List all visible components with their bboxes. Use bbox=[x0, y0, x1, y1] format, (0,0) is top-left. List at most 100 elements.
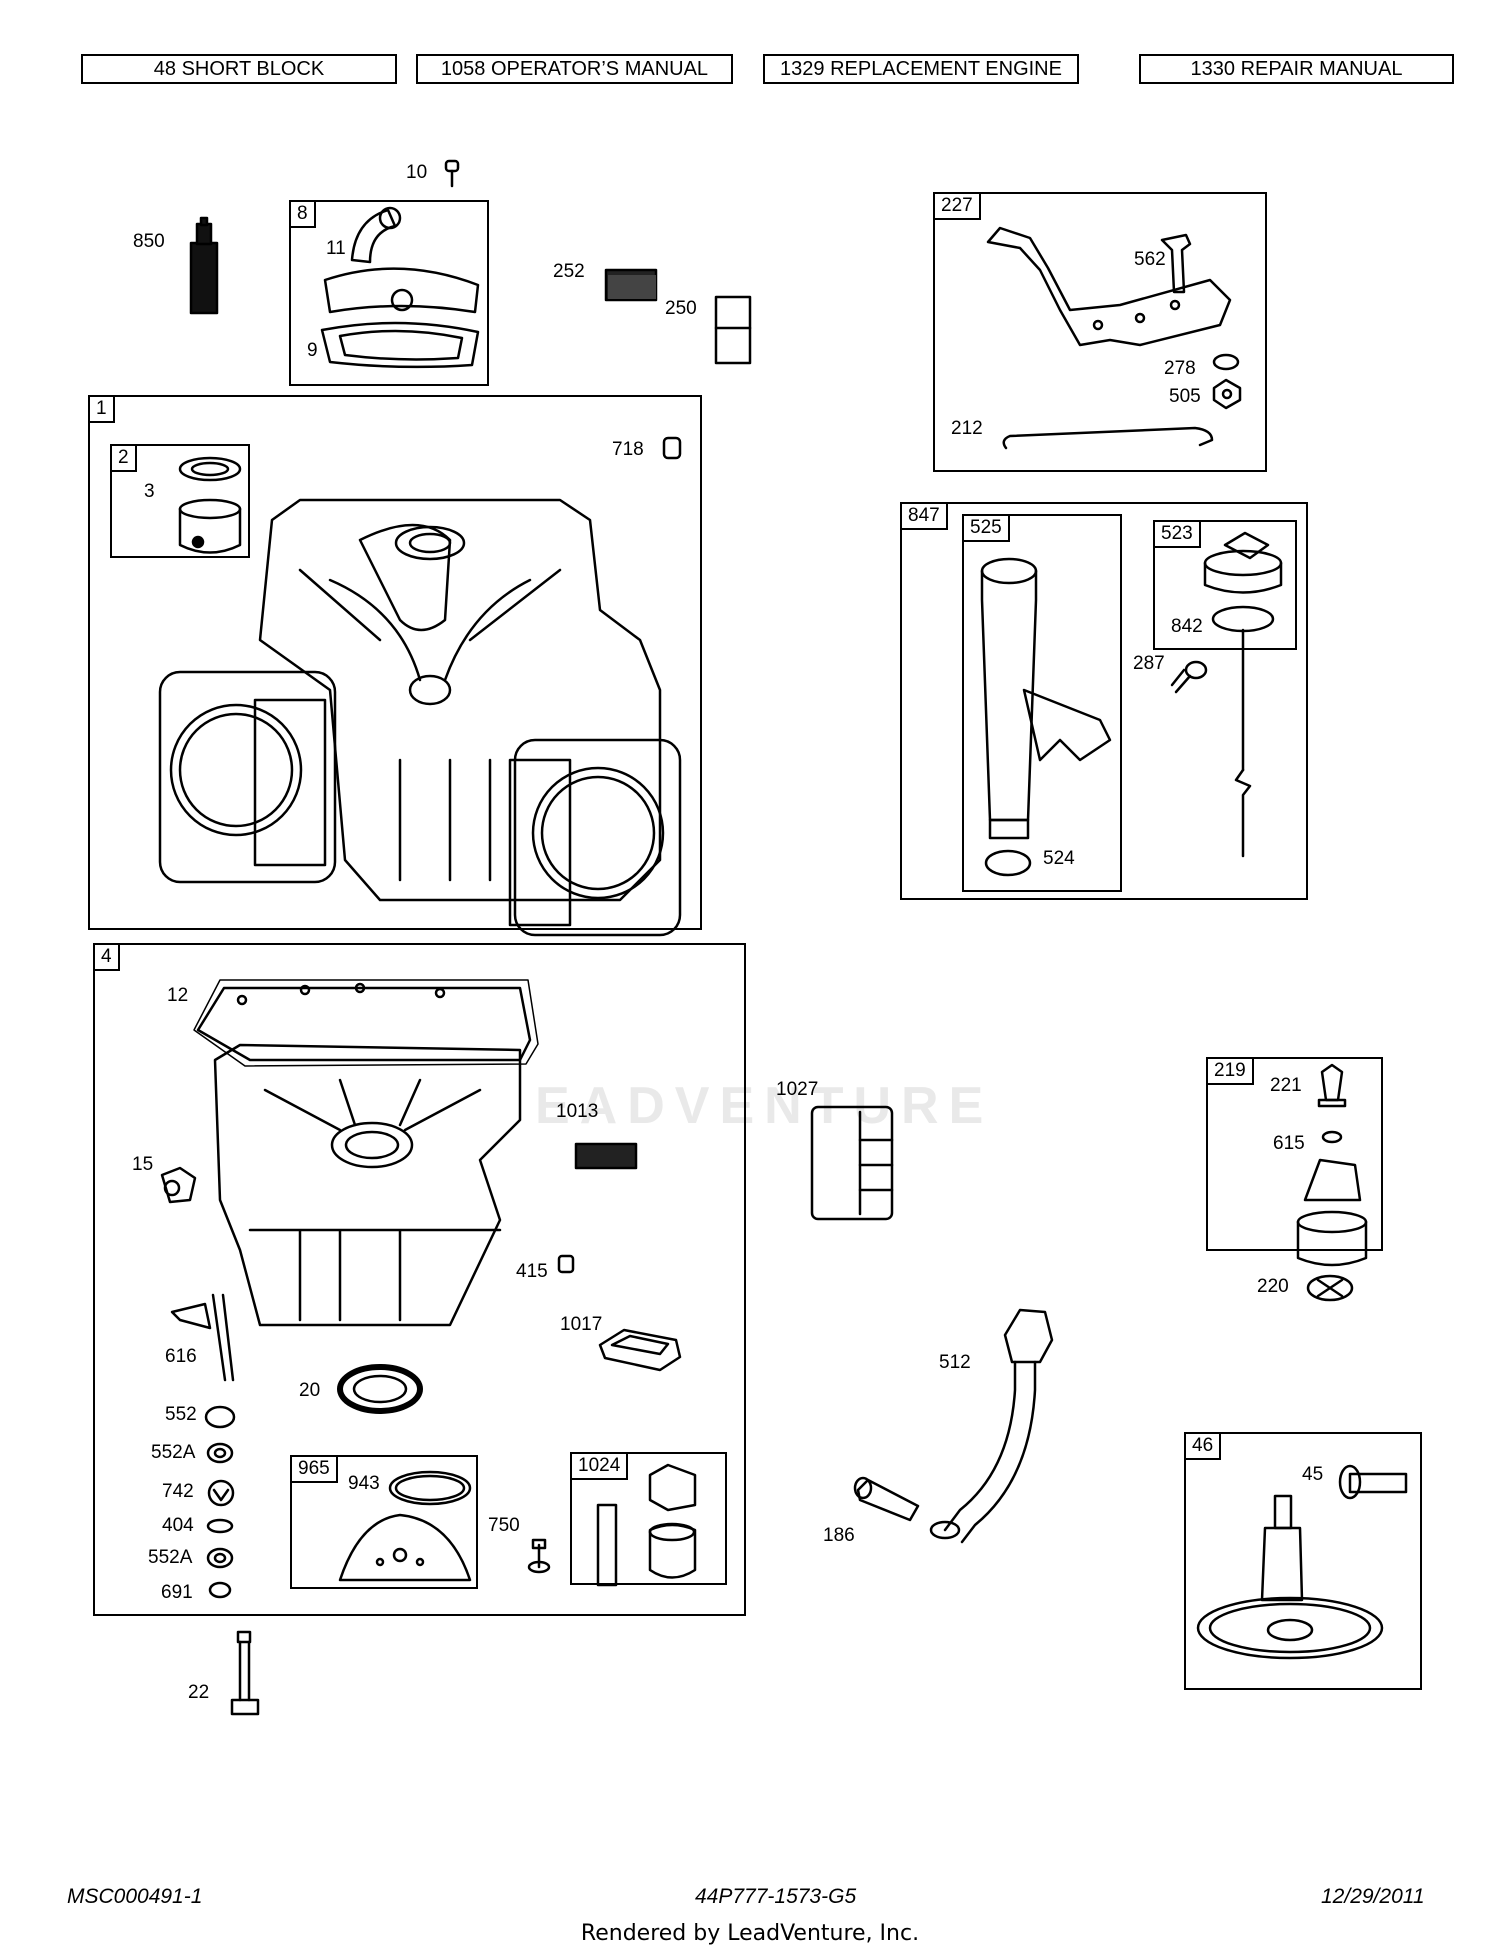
filter-1017-drawing bbox=[598, 1328, 682, 1372]
box-tag-847[interactable]: 847 bbox=[900, 502, 948, 530]
part-label-842[interactable]: 842 bbox=[1171, 616, 1203, 637]
screw-287-drawing bbox=[1170, 660, 1208, 694]
part-label-20[interactable]: 20 bbox=[299, 1380, 321, 1401]
dowel-718-drawing bbox=[662, 436, 682, 460]
part-label-691[interactable]: 691 bbox=[161, 1582, 193, 1603]
governor-lever-227-drawing bbox=[986, 226, 1242, 450]
header-link-repair-manual[interactable]: 1330 REPAIR MANUAL bbox=[1139, 54, 1454, 84]
box-tag-46[interactable]: 46 bbox=[1184, 1432, 1222, 1460]
camshaft-46-drawing bbox=[1196, 1494, 1384, 1660]
part-label-718[interactable]: 718 bbox=[612, 439, 644, 460]
part-label-10[interactable]: 10 bbox=[406, 162, 428, 183]
footer-date: 12/29/2011 bbox=[1321, 1885, 1425, 1908]
box-tag-227[interactable]: 227 bbox=[933, 192, 981, 220]
part-label-221[interactable]: 221 bbox=[1270, 1075, 1302, 1096]
part-label-404[interactable]: 404 bbox=[162, 1515, 194, 1536]
box-tag-8[interactable]: 8 bbox=[289, 200, 316, 228]
cover-965-drawing bbox=[338, 1513, 472, 1582]
plug-415-drawing bbox=[557, 1254, 575, 1274]
box-tag-2[interactable]: 2 bbox=[110, 444, 137, 472]
part-label-615[interactable]: 615 bbox=[1273, 1133, 1305, 1154]
dipstick-tube-525-drawing bbox=[980, 557, 1112, 877]
cylinder-block-drawing bbox=[158, 498, 682, 937]
cap-15-drawing bbox=[160, 1166, 197, 1204]
group-box-1: 1 bbox=[88, 395, 702, 930]
sealant-tube-850-drawing bbox=[189, 216, 219, 315]
group-box-965: 965 bbox=[290, 1455, 478, 1589]
oil-filter-1027-drawing bbox=[810, 1105, 894, 1221]
bearing-2-drawing bbox=[178, 498, 242, 554]
box-tag-1024[interactable]: 1024 bbox=[570, 1452, 629, 1480]
group-box-46: 46 bbox=[1184, 1432, 1422, 1690]
part-label-562[interactable]: 562 bbox=[1134, 249, 1166, 270]
group-box-2: 2 bbox=[110, 444, 250, 558]
part-label-750[interactable]: 750 bbox=[488, 1515, 520, 1536]
part-label-212[interactable]: 212 bbox=[951, 418, 983, 439]
part-label-552A-lower[interactable]: 552A bbox=[148, 1547, 193, 1568]
group-box-219: 219 bbox=[1206, 1057, 1383, 1251]
governor-gear-219-drawing bbox=[1296, 1158, 1368, 1267]
group-box-227: 227 bbox=[933, 192, 1267, 472]
group-box-525: 525 bbox=[962, 514, 1122, 892]
washer-stack-drawing bbox=[204, 1405, 236, 1599]
box-tag-219[interactable]: 219 bbox=[1206, 1057, 1254, 1085]
part-label-278[interactable]: 278 bbox=[1164, 358, 1196, 379]
part-label-742[interactable]: 742 bbox=[162, 1481, 194, 1502]
group-box-8: 8 bbox=[289, 200, 489, 386]
pump-1024-drawing bbox=[596, 1463, 697, 1587]
group-box-523: 523 bbox=[1153, 520, 1297, 650]
breather-8-drawing bbox=[320, 206, 480, 369]
watermark: EADVENTURE bbox=[535, 1077, 994, 1135]
part-label-11[interactable]: 11 bbox=[326, 238, 346, 259]
part-label-250[interactable]: 250 bbox=[665, 298, 697, 319]
shaft-616-drawing bbox=[170, 1293, 235, 1382]
part-label-1013[interactable]: 1013 bbox=[556, 1101, 599, 1122]
part-label-186[interactable]: 186 bbox=[823, 1525, 855, 1546]
part-label-1027[interactable]: 1027 bbox=[776, 1079, 819, 1100]
part-label-12[interactable]: 12 bbox=[167, 985, 189, 1006]
part-label-415[interactable]: 415 bbox=[516, 1261, 548, 1282]
part-label-552A-upper[interactable]: 552A bbox=[151, 1442, 196, 1463]
part-label-505[interactable]: 505 bbox=[1169, 386, 1201, 407]
seal-3-drawing bbox=[178, 456, 242, 482]
part-label-552[interactable]: 552 bbox=[165, 1404, 197, 1425]
part-label-45[interactable]: 45 bbox=[1302, 1464, 1324, 1485]
part-label-220[interactable]: 220 bbox=[1257, 1276, 1289, 1297]
box-tag-965[interactable]: 965 bbox=[290, 1455, 338, 1483]
pin-221-drawing bbox=[1317, 1063, 1347, 1108]
header-link-short-block[interactable]: 48 SHORT BLOCK bbox=[81, 54, 397, 84]
group-box-4: 4 bbox=[93, 943, 746, 1616]
fitting-186-drawing bbox=[853, 1476, 920, 1522]
part-label-287[interactable]: 287 bbox=[1133, 653, 1165, 674]
bolt-750-drawing bbox=[527, 1538, 551, 1574]
part-label-524[interactable]: 524 bbox=[1043, 848, 1075, 869]
part-label-252[interactable]: 252 bbox=[553, 261, 585, 282]
part-label-850[interactable]: 850 bbox=[133, 231, 165, 252]
part-label-943[interactable]: 943 bbox=[348, 1473, 380, 1494]
footer-model-id: 44P777-1573-G5 bbox=[695, 1885, 857, 1908]
footer-diagram-id: MSC000491-1 bbox=[67, 1885, 203, 1908]
box-tag-523[interactable]: 523 bbox=[1153, 520, 1201, 548]
washer-615-drawing bbox=[1321, 1130, 1343, 1144]
hose-512-drawing bbox=[929, 1308, 1054, 1544]
part-label-3[interactable]: 3 bbox=[144, 481, 155, 502]
part-label-22[interactable]: 22 bbox=[188, 1682, 210, 1703]
part-label-1017[interactable]: 1017 bbox=[560, 1314, 603, 1335]
part-label-15[interactable]: 15 bbox=[132, 1154, 154, 1175]
box-tag-525[interactable]: 525 bbox=[962, 514, 1010, 542]
part-252-drawing bbox=[604, 268, 658, 302]
screw-10-drawing bbox=[444, 159, 460, 188]
rendered-by-credit: Rendered by LeadVenture, Inc. bbox=[580, 1921, 920, 1946]
part-label-512[interactable]: 512 bbox=[939, 1352, 971, 1373]
box-tag-1[interactable]: 1 bbox=[88, 395, 115, 423]
box-tag-4[interactable]: 4 bbox=[93, 943, 120, 971]
group-box-1024: 1024 bbox=[570, 1452, 727, 1585]
header-link-operators-manual[interactable]: 1058 OPERATOR’S MANUAL bbox=[416, 54, 733, 84]
plug-1013-drawing bbox=[574, 1142, 638, 1170]
part-label-616[interactable]: 616 bbox=[165, 1346, 197, 1367]
pin-45-drawing bbox=[1338, 1464, 1408, 1500]
header-link-replacement-engine[interactable]: 1329 REPLACEMENT ENGINE bbox=[763, 54, 1079, 84]
cup-220-drawing bbox=[1306, 1274, 1354, 1302]
part-label-9[interactable]: 9 bbox=[307, 340, 318, 361]
